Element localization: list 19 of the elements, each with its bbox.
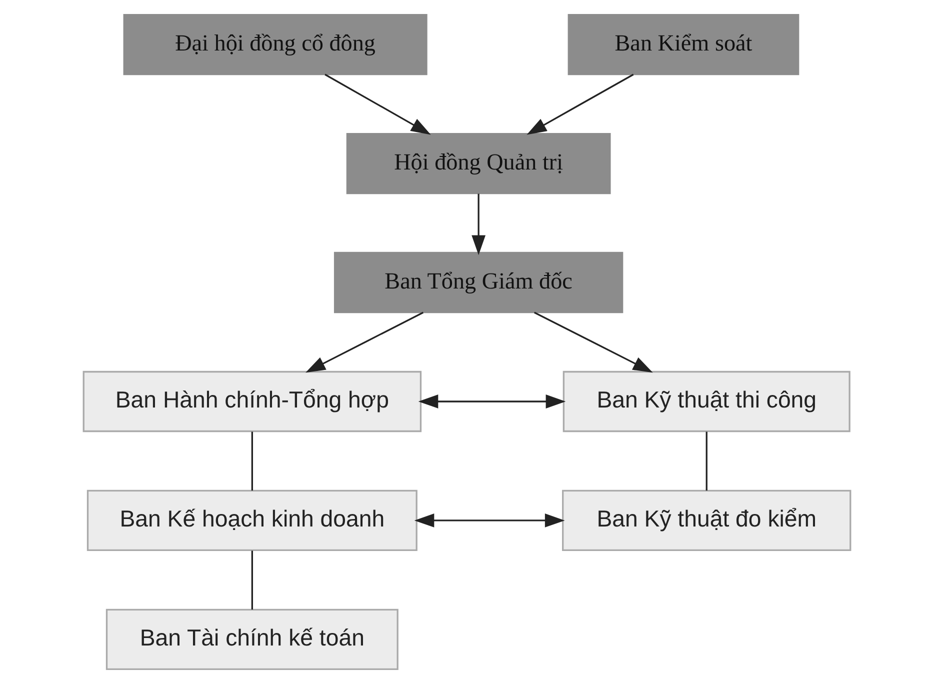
node-box: Ban Kiểm soát: [568, 14, 800, 76]
arrow: [472, 194, 486, 256]
connector: [706, 432, 708, 491]
arrow: [306, 312, 424, 373]
arrow: [324, 74, 431, 135]
connector: [251, 550, 253, 610]
arrow: [526, 74, 634, 135]
node-box: Ban Tổng Giám đốc: [334, 252, 624, 314]
connector: [251, 432, 253, 491]
node-box: Ban Tài chính kế toán: [106, 608, 398, 670]
node-box: Ban Kỹ thuật đo kiểm: [562, 490, 852, 552]
arrow: [534, 312, 653, 373]
arrow: [418, 394, 566, 408]
node-box: Ban Hành chính-Tổng hợp: [82, 370, 422, 432]
node-box: Đại hội đồng cổ đông: [123, 14, 428, 76]
node-box: Ban Kế hoạch kinh doanh: [86, 490, 418, 552]
arrow: [414, 514, 565, 528]
node-box: Hội đồng Quản trị: [346, 132, 611, 194]
node-box: Ban Kỹ thuật thi công: [562, 370, 850, 432]
